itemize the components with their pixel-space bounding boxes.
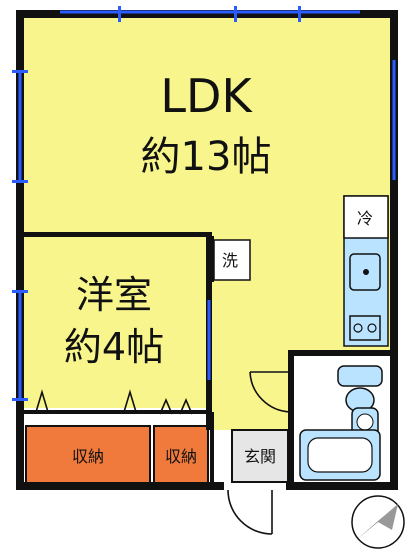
storage-left: [25, 425, 151, 485]
bathtub-icon: [299, 429, 381, 481]
window-mullions: [12, 6, 301, 401]
ldk-size: 約13帖: [141, 134, 272, 180]
laundry-label: 洗: [222, 251, 238, 270]
entrance-label: 玄関: [244, 447, 276, 466]
washbasin-icon: [351, 407, 379, 437]
kitchen-counter: [343, 195, 389, 347]
windows: [18, 10, 396, 400]
compass-north-icon: [351, 495, 405, 549]
fridge-label: 冷: [357, 209, 373, 228]
ldk-name: LDK: [160, 69, 253, 123]
outer-walls: [16, 10, 398, 490]
storage-left-label: 収納: [72, 447, 104, 466]
storage-right-label: 収納: [165, 447, 197, 466]
ldk-room: [22, 16, 392, 430]
laundry-space: [213, 239, 251, 281]
western-room: [22, 236, 212, 408]
stove-icon: [349, 315, 381, 341]
western-size: 約4帖: [64, 325, 164, 369]
doors: [35, 300, 291, 535]
western-name: 洋室: [76, 273, 152, 317]
